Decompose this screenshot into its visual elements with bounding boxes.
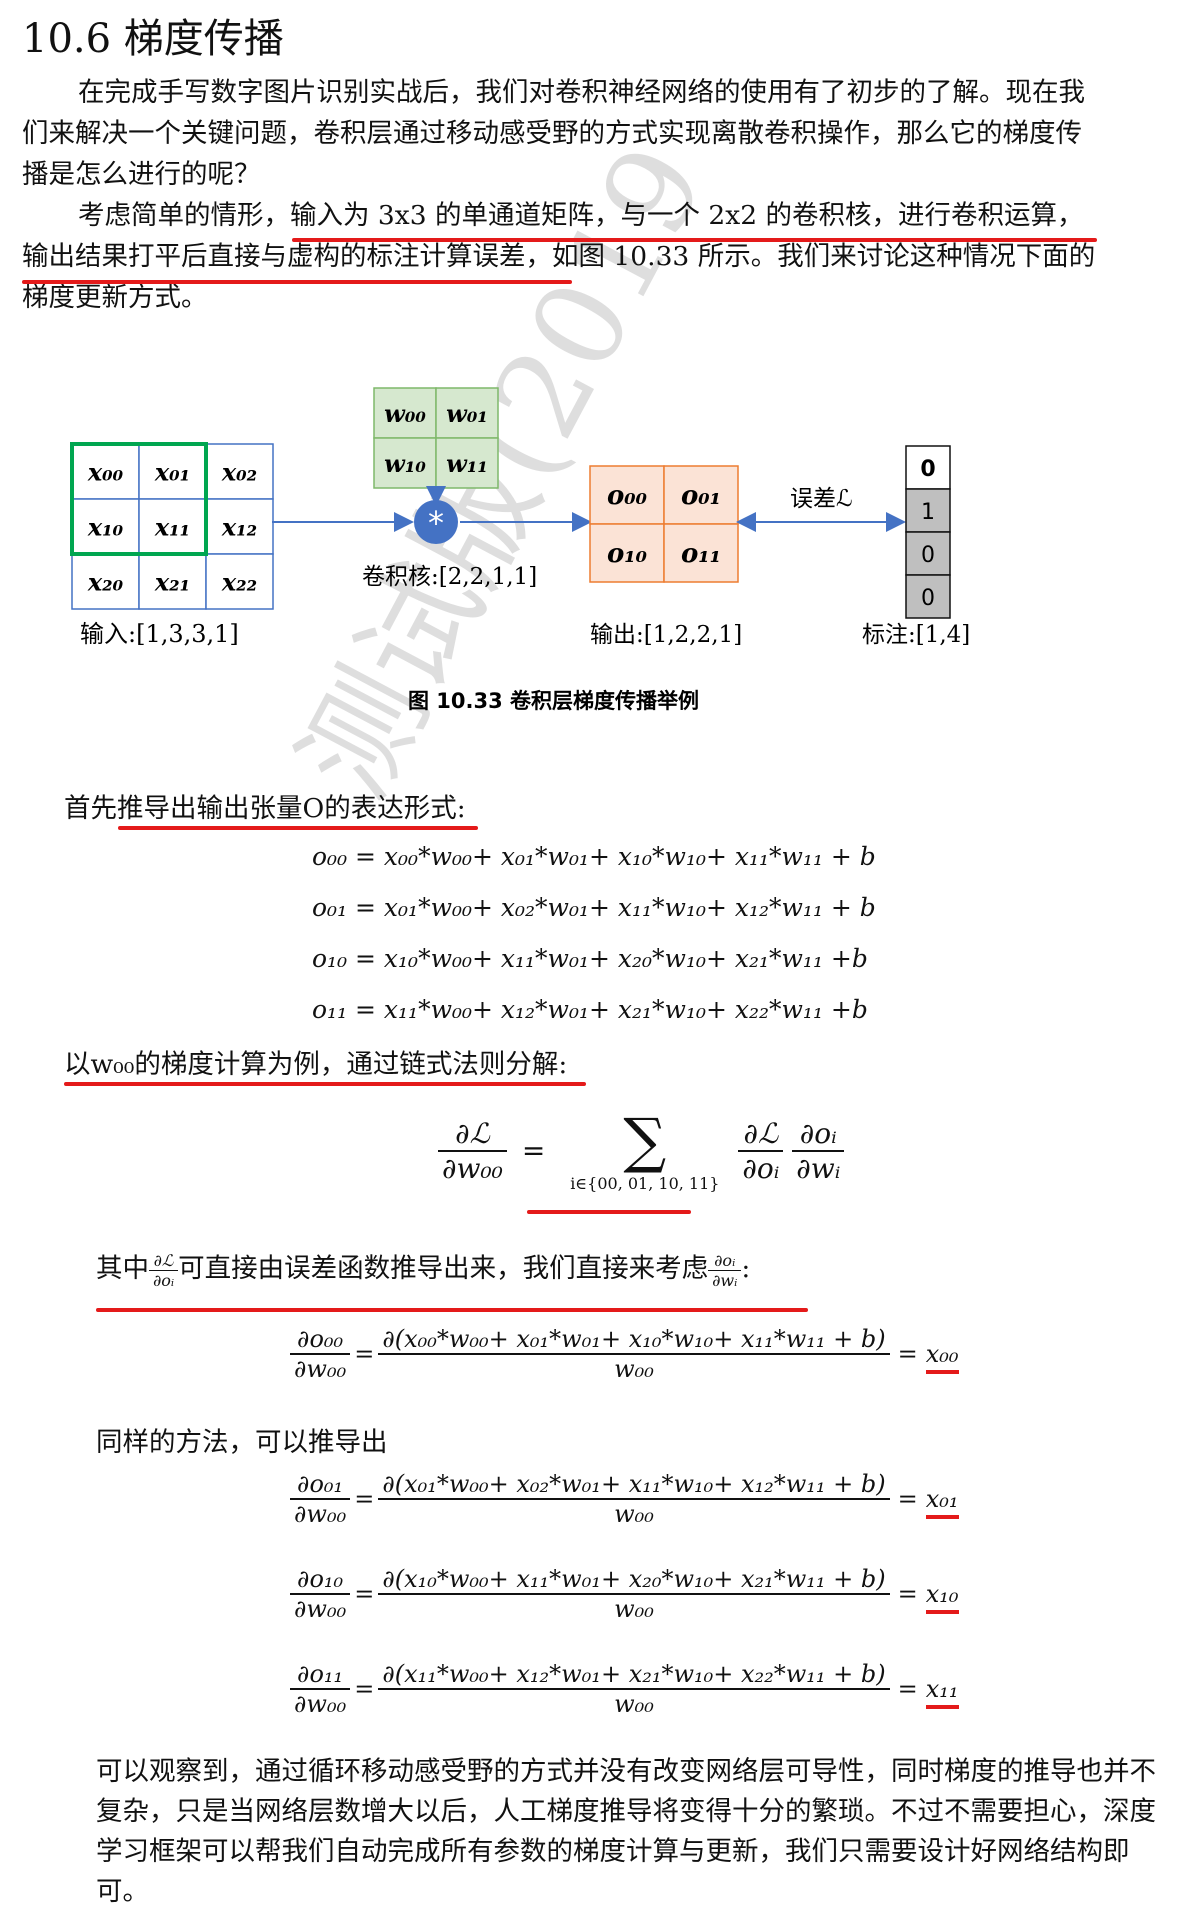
underline bbox=[64, 1082, 586, 1086]
closing-paragraph: 可以观察到，通过循环移动感受野的方式并没有改变网络层可导性，同时梯度的推导也并不… bbox=[96, 1756, 1156, 1907]
kernel-grid-cell-label: w₀₀ bbox=[384, 399, 426, 428]
input-matrix: x₀₀ x₀₁ x₀₂ x₁₀ x₁₁ x₁₂ x₂₀ x₂₁ x₂₂ bbox=[71, 443, 274, 610]
dl-do-fraction: ∂ℒ∂oᵢ bbox=[149, 1251, 179, 1290]
equation-o11: o₁₁ = x₁₁*w₀₀+ x₁₂*w₀₁+ x₂₁*w₁₀+ x₂₂*w₁₁… bbox=[312, 995, 868, 1024]
input-grid-cell-label: x₁₁ bbox=[154, 513, 190, 542]
section-heading: 10.6 梯度传播 bbox=[22, 16, 284, 62]
input-grid-cell-label: x₁₀ bbox=[87, 513, 124, 542]
kernel-grid-cell-label: w₁₁ bbox=[446, 449, 488, 478]
output-shape-label: 输出:[1,2,2,1] bbox=[590, 622, 742, 648]
conv-operator-symbol: * bbox=[428, 504, 444, 542]
label-cell bbox=[905, 574, 951, 619]
scenario-text-a: 考虑简单的情形， bbox=[78, 200, 290, 231]
grad-result: x₁₀ bbox=[925, 1580, 959, 1614]
output-grid-cell bbox=[589, 523, 665, 583]
derivation-intro: 首先推导出输出张量O的表达形式: bbox=[64, 793, 466, 824]
input-grid-cell bbox=[138, 553, 207, 610]
input-grid-cell bbox=[138, 498, 207, 555]
input-grid-cell-label: x₂₂ bbox=[221, 568, 257, 597]
equation-o01: o₀₁ = x₀₁*w₀₀+ x₀₂*w₀₁+ x₁₁*w₁₀+ x₁₂*w₁₁… bbox=[312, 893, 876, 922]
grad-lhs-fraction: ∂o₀₁∂w₀₀ bbox=[290, 1470, 351, 1528]
kernel-grid-cell-label: w₀₁ bbox=[446, 399, 488, 428]
label-cell-value: 0 bbox=[921, 543, 935, 568]
label-cell-value: 0 bbox=[921, 586, 935, 611]
grad-result: x₀₁ bbox=[925, 1485, 959, 1519]
kernel-grid-cell-label: w₁₀ bbox=[384, 449, 426, 478]
underline bbox=[292, 238, 1097, 242]
chain-r2-fraction: ∂oᵢ∂wᵢ bbox=[792, 1117, 845, 1185]
gradient-equation: ∂o₁₁∂w₀₀=∂(x₁₁*w₀₀+ x₁₂*w₀₁+ x₂₁*w₁₀+ x₂… bbox=[290, 1660, 959, 1718]
input-grid-cell-label: x₀₀ bbox=[87, 458, 124, 487]
figure-caption: 图 10.33 卷积层梯度传播举例 bbox=[408, 689, 699, 713]
scenario-paragraph: 考虑简单的情形，输入为 3x3 的单通道矩阵，与一个 2x2 的卷积核，进行卷积… bbox=[22, 195, 1102, 318]
kernel-shape-label: 卷积核:[2,2,1,1] bbox=[362, 564, 537, 590]
underline bbox=[96, 1308, 808, 1312]
grad-lhs-fraction: ∂o₀₀∂w₀₀ bbox=[290, 1325, 351, 1383]
input-grid-cell-label: x₀₁ bbox=[154, 458, 190, 487]
gradient-equation: ∂o₀₀∂w₀₀=∂(x₀₀*w₀₀+ x₀₁*w₀₁+ x₁₀*w₁₀+ x₁… bbox=[290, 1325, 959, 1383]
conv-operator-icon bbox=[414, 500, 458, 544]
output-grid-cell-label: o₀₀ bbox=[607, 481, 648, 511]
scenario-text-b: 输入为 3x3 的单通道矩阵，与一个 2x2 的卷积核，进行卷积运算， bbox=[290, 200, 1084, 231]
input-grid-cell bbox=[71, 553, 140, 610]
kernel-grid-cell bbox=[435, 387, 499, 439]
grad-lhs-fraction: ∂o₁₁∂w₀₀ bbox=[290, 1660, 351, 1718]
conv-figure: x₀₀ x₀₁ x₀₂ x₁₀ x₁₁ x₁₂ x₂₀ x₂₁ x₂₂ w₀₀ w₀₁ w₁₀ w₁₁… bbox=[70, 387, 970, 713]
output-grid-cell bbox=[663, 523, 739, 583]
grad-lhs-fraction: ∂o₁₀∂w₀₀ bbox=[290, 1565, 351, 1623]
chain-rule-equation: ∂ℒ∂w₀₀ = ∑i∈{00, 01, 10, 11} ∂ℒ∂oᵢ ∂oᵢ∂w… bbox=[438, 1106, 845, 1193]
grad-result: x₀₀ bbox=[925, 1340, 959, 1374]
equation-o10: o₁₀ = x₁₀*w₀₀+ x₁₁*w₀₁+ x₂₀*w₁₀+ x₂₁*w₁₁… bbox=[312, 944, 868, 973]
underline bbox=[118, 826, 478, 830]
input-shape-label: 输入:[1,3,3,1] bbox=[80, 620, 239, 648]
intro-text: 在完成手写数字图片识别实战后，我们对卷积神经网络的使用有了初步的了解。现在我们来… bbox=[22, 77, 1085, 190]
kernel-grid-cell bbox=[435, 437, 499, 489]
label-vector: 0 1 0 0 bbox=[905, 445, 951, 619]
input-grid-cell-label: x₂₀ bbox=[87, 568, 124, 597]
do-dw-fraction: ∂oᵢ∂wᵢ bbox=[708, 1251, 742, 1290]
gradient-equation: ∂o₁₀∂w₀₀=∂(x₁₀*w₀₀+ x₁₁*w₀₁+ x₂₀*w₁₀+ x₂… bbox=[290, 1565, 959, 1623]
label-cell-value: 1 bbox=[921, 500, 935, 525]
chain-rule-intro: 以w₀₀的梯度计算为例，通过链式法则分解: bbox=[64, 1049, 568, 1080]
input-grid-cell bbox=[205, 443, 274, 500]
kernel-matrix: w₀₀ w₀₁ w₁₀ w₁₁ bbox=[373, 387, 499, 489]
label-cell bbox=[905, 531, 951, 576]
intro-paragraph: 在完成手写数字图片识别实战后，我们对卷积神经网络的使用有了初步的了解。现在我们来… bbox=[22, 72, 1102, 195]
same-method-text: 同样的方法，可以推导出 bbox=[96, 1427, 388, 1458]
equation-o00: o₀₀ = x₀₀*w₀₀+ x₀₁*w₀₁+ x₁₀*w₁₀+ x₁₁*w₁₁… bbox=[312, 842, 876, 871]
input-grid-cell bbox=[205, 498, 274, 555]
grad-rhs-fraction: ∂(x₁₀*w₀₀+ x₁₁*w₀₁+ x₂₀*w₁₀+ x₂₁*w₁₁ + b… bbox=[378, 1565, 890, 1623]
error-label: 误差ℒ bbox=[790, 486, 853, 512]
label-cell-value: 0 bbox=[920, 457, 935, 482]
scenario-text-c: 输出结果打平后直接与虚构的标注计算误差， bbox=[22, 241, 552, 272]
input-grid-cell bbox=[205, 553, 274, 610]
grad-rhs-fraction: ∂(x₁₁*w₀₀+ x₁₂*w₀₁+ x₂₁*w₁₀+ x₂₂*w₁₁ + b… bbox=[378, 1660, 890, 1718]
output-grid-cell-label: o₁₀ bbox=[607, 539, 648, 569]
underline bbox=[527, 1210, 691, 1214]
output-matrix: o₀₀ o₀₁ o₁₀ o₁₁ bbox=[589, 465, 739, 583]
grad-rhs-fraction: ∂(x₀₀*w₀₀+ x₀₁*w₀₁+ x₁₀*w₁₀+ x₁₁*w₁₁ + b… bbox=[378, 1325, 890, 1383]
kernel-grid-cell bbox=[373, 437, 437, 489]
grad-rhs-fraction: ∂(x₀₁*w₀₀+ x₀₂*w₀₁+ x₁₁*w₁₀+ x₁₂*w₁₁ + b… bbox=[378, 1470, 890, 1528]
output-grid-cell-label: o₀₁ bbox=[681, 481, 721, 511]
label-cell bbox=[905, 445, 951, 490]
output-grid-cell-label: o₁₁ bbox=[681, 539, 721, 569]
input-grid-cell-label: x₂₁ bbox=[154, 568, 190, 597]
chain-r1-fraction: ∂ℒ∂oᵢ bbox=[738, 1117, 784, 1185]
scenario-text-d: 如图 10.33 所示。我们来讨论这种情况下面的梯度更新方式。 bbox=[22, 241, 1096, 313]
input-grid-cell-label: x₀₂ bbox=[221, 458, 257, 487]
grad-result: x₁₁ bbox=[925, 1675, 959, 1709]
receptive-field-highlight bbox=[70, 442, 208, 556]
input-grid-cell-label: x₁₂ bbox=[221, 513, 257, 542]
gradient-equation: ∂o₀₁∂w₀₀=∂(x₀₁*w₀₀+ x₀₂*w₀₁+ x₁₁*w₁₀+ x₁… bbox=[290, 1470, 959, 1528]
chain-lhs-fraction: ∂ℒ∂w₀₀ bbox=[438, 1117, 507, 1185]
label-shape-label: 标注:[1,4] bbox=[862, 622, 970, 648]
label-cell bbox=[905, 488, 951, 533]
underline bbox=[22, 280, 572, 284]
summation: ∑i∈{00, 01, 10, 11} bbox=[570, 1106, 720, 1193]
